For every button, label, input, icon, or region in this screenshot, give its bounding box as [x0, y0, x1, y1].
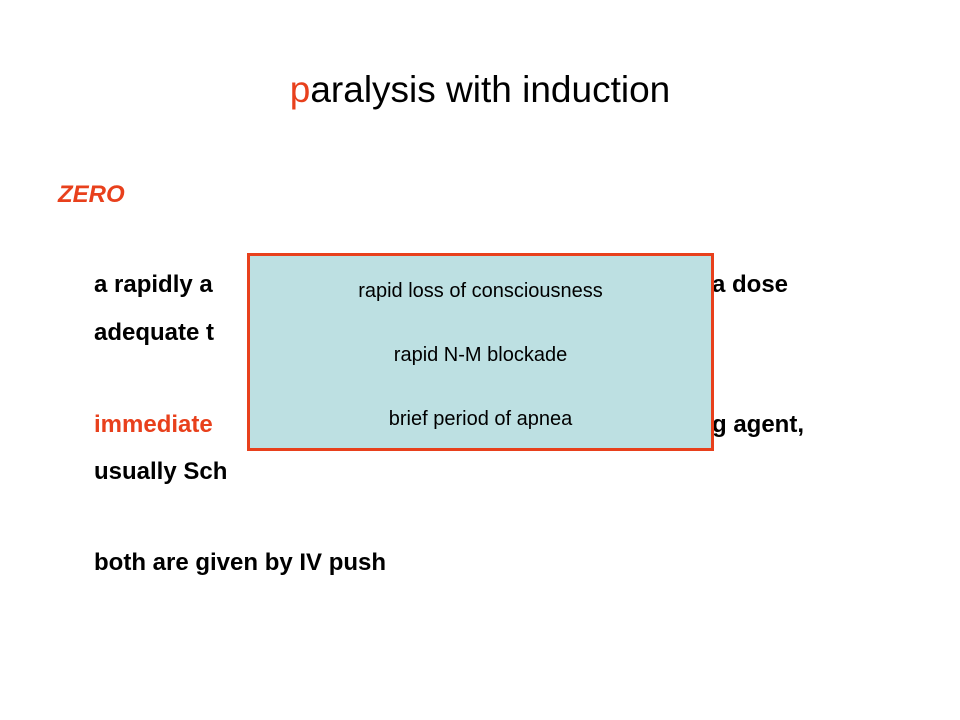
- popup-item-apnea: brief period of apnea: [388, 408, 573, 430]
- popup-item-loss-of-consciousness: rapid loss of consciousness: [358, 280, 603, 302]
- title-rest: aralysis with induction: [310, 69, 671, 110]
- body-line-5: both are given by IV push: [94, 549, 387, 576]
- popup-item-nm-blockade: rapid N-M blockade: [393, 344, 568, 366]
- body-line-1-left: a rapidly a: [94, 271, 213, 298]
- body-line-2-left: adequate t: [94, 319, 215, 346]
- body-line-3-left: immediate: [94, 411, 213, 438]
- slide-title: paralysis with induction: [0, 66, 960, 114]
- body-line-3-right: g agent,: [712, 411, 805, 438]
- body-line-4: usually Sch: [94, 458, 228, 485]
- zero-label: ZERO: [58, 181, 125, 208]
- popup-callout-box: rapid loss of consciousness rapid N-M bl…: [247, 253, 714, 451]
- title-accent-letter: p: [289, 69, 311, 110]
- body-line-1-right: a dose: [712, 271, 789, 298]
